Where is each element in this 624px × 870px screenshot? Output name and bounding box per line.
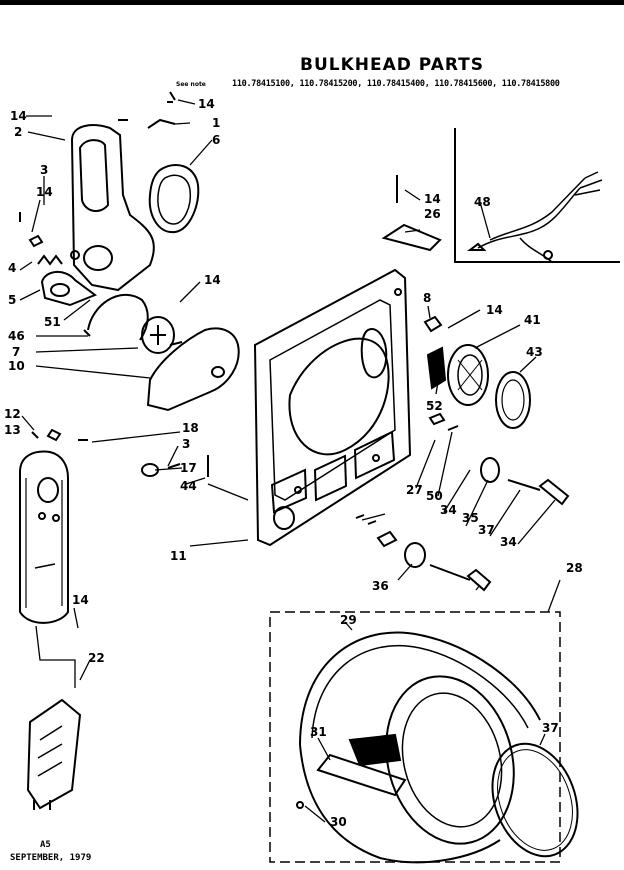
callout-14: 14 (424, 192, 441, 206)
callout-29: 29 (340, 613, 357, 627)
footer-date: SEPTEMBER, 1979 (10, 853, 92, 863)
callout-labels: 14 14 1 2 6 3 14 4 5 51 46 7 10 14 14 26… (4, 97, 583, 829)
callout-27: 27 (406, 483, 423, 497)
callout-44: 44 (180, 479, 197, 493)
callout-26: 26 (424, 207, 441, 221)
callout-8: 8 (423, 291, 431, 305)
clamp-part-51 (83, 293, 149, 341)
callout-14: 14 (36, 185, 53, 199)
footer-page-code: A5 (40, 840, 51, 850)
callout-7: 7 (12, 345, 20, 359)
small-parts-3-4-5 (19, 212, 98, 307)
see-note-label: See note (176, 81, 206, 88)
bulkhead-part-11 (253, 268, 412, 547)
callout-1: 1 (212, 116, 220, 130)
small-parts-12-18-17-44 (31, 428, 209, 477)
top-border (0, 0, 624, 5)
drum-seal-part-37 (491, 742, 579, 858)
callout-36: 36 (372, 579, 389, 593)
callout-35: 35 (462, 511, 479, 525)
callout-50: 50 (426, 489, 443, 503)
callout-28: 28 (566, 561, 583, 575)
callout-37: 37 (542, 721, 559, 735)
callout-17: 17 (180, 461, 197, 475)
callout-22: 22 (88, 651, 105, 665)
callout-43: 43 (526, 345, 543, 359)
callout-11: 11 (170, 549, 187, 563)
callout-14: 14 (204, 273, 221, 287)
callout-14: 14 (198, 97, 215, 111)
callout-34: 34 (500, 535, 517, 549)
roller-parts (355, 412, 570, 592)
callout-6: 6 (212, 133, 220, 147)
top-screws-part-1 (118, 91, 176, 129)
callout-14: 14 (72, 593, 89, 607)
callout-14: 14 (10, 109, 27, 123)
callout-14: 14 (486, 303, 503, 317)
drum-inset-box (269, 611, 561, 863)
callout-3: 3 (182, 437, 190, 451)
duct-panel-part-2 (70, 124, 155, 292)
callout-52: 52 (426, 399, 443, 413)
callout-30: 30 (330, 815, 347, 829)
callout-5: 5 (8, 293, 16, 307)
right-parts-8-41-43-52 (423, 315, 531, 429)
callout-4: 4 (8, 261, 16, 275)
callout-31: 31 (310, 725, 327, 739)
callout-51: 51 (44, 315, 61, 329)
callout-41: 41 (524, 313, 541, 327)
callout-46: 46 (8, 329, 25, 343)
motor-disc-part-7 (141, 316, 175, 354)
heater-duct-part-13 (19, 450, 69, 624)
drum-part-29 (296, 631, 541, 864)
callout-13: 13 (4, 423, 21, 437)
bracket-part-26 (381, 175, 442, 252)
callout-34: 34 (440, 503, 457, 517)
model-numbers: 110.78415100, 110.78415200, 110.78415400… (232, 79, 560, 89)
callout-12: 12 (4, 407, 21, 421)
blower-housing-part-10 (146, 327, 240, 412)
callout-3: 3 (40, 163, 48, 177)
callout-37: 37 (478, 523, 495, 537)
heating-element-part-22 (26, 698, 82, 810)
callout-10: 10 (8, 359, 25, 373)
callout-2: 2 (14, 125, 22, 139)
callout-18: 18 (182, 421, 199, 435)
callout-48: 48 (474, 195, 491, 209)
leader-lines (19, 99, 561, 823)
page-title: BULKHEAD PARTS (300, 55, 485, 75)
wiring-harness-inset (454, 128, 620, 263)
seal-part-6 (148, 164, 200, 234)
